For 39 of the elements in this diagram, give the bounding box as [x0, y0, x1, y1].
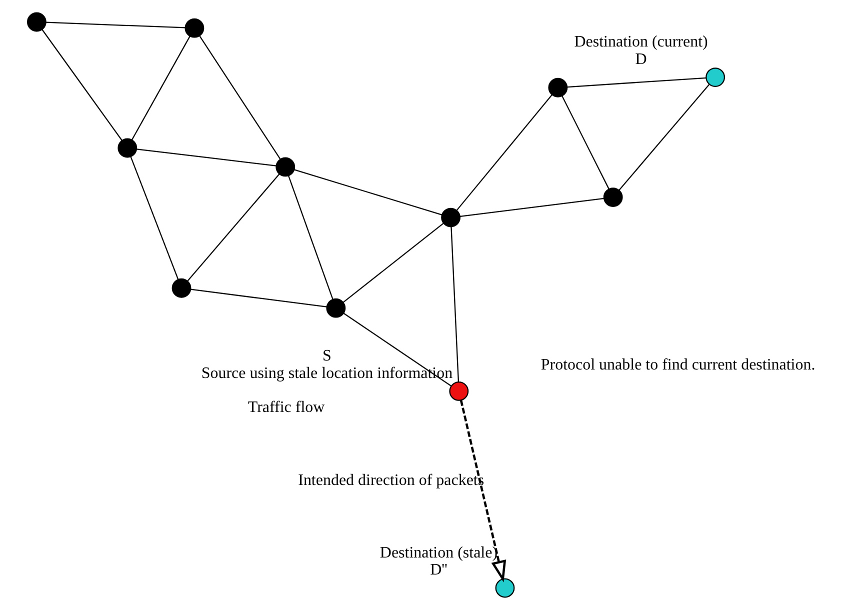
connector	[42, 29, 122, 141]
node-label: D''	[430, 562, 448, 579]
node-circle	[27, 12, 46, 32]
connector	[132, 36, 190, 140]
connector	[450, 226, 460, 382]
connector	[456, 94, 552, 211]
node-label: Destination (current)	[574, 34, 708, 51]
edge-label: Intended direction of packets	[298, 472, 484, 490]
node-circle	[118, 138, 138, 158]
node-label: Destination (stale)	[380, 544, 498, 562]
node-circle	[184, 18, 204, 38]
connector	[343, 312, 452, 386]
node-label: D	[635, 50, 647, 68]
connector	[46, 22, 186, 28]
connector	[190, 288, 327, 308]
connector	[567, 77, 706, 88]
connector	[294, 169, 442, 216]
connector	[342, 222, 444, 303]
node-label: S	[322, 348, 332, 365]
connector	[460, 198, 604, 217]
label: Protocol unable to find current destination.	[540, 356, 816, 374]
connector	[562, 96, 610, 190]
connector	[130, 156, 179, 280]
label: Traffic flow	[248, 398, 325, 416]
connector	[618, 84, 710, 191]
node-circle	[548, 78, 568, 98]
node-circle	[603, 188, 623, 207]
node-circle	[172, 278, 192, 298]
node-circle	[495, 578, 515, 598]
node-circle	[706, 68, 726, 87]
node-circle	[449, 382, 469, 401]
node-circle	[441, 208, 460, 228]
node-circle	[276, 157, 296, 177]
connector	[136, 148, 276, 166]
node-circle	[326, 298, 346, 318]
connector	[288, 176, 334, 300]
connector	[187, 174, 280, 282]
arrow	[460, 400, 506, 582]
connector	[199, 36, 281, 160]
